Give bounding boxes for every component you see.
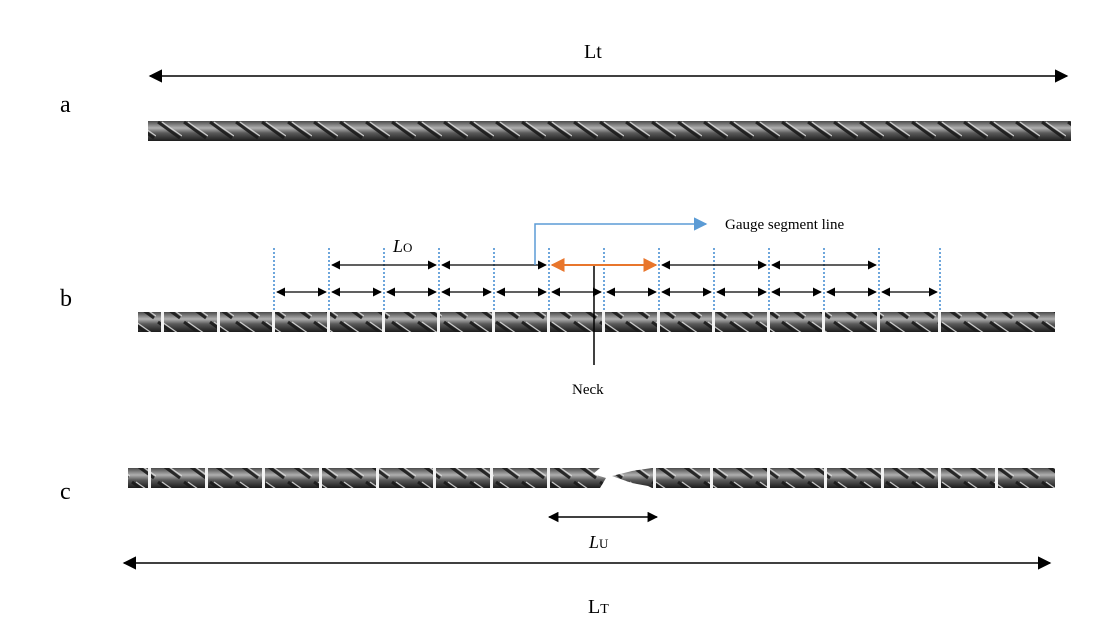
- gauge-mark: [490, 468, 493, 488]
- gauge-mark: [547, 468, 550, 488]
- rebar-fractured: [128, 468, 1055, 488]
- gauge-mark: [822, 312, 825, 332]
- gauge-mark: [881, 468, 884, 488]
- gauge-mark: [767, 312, 770, 332]
- gauge-mark: [938, 468, 941, 488]
- gauge-mark: [877, 312, 880, 332]
- gauge-mark: [995, 468, 998, 488]
- lu-label: LU: [588, 532, 609, 552]
- gauge-mark: [547, 312, 550, 332]
- gauge-mark: [602, 312, 605, 332]
- panel-label-a: a: [60, 92, 71, 118]
- gauge-mark: [710, 468, 713, 488]
- panel-a: Lt: [148, 41, 1071, 141]
- lo-label: LO: [392, 236, 412, 256]
- rebar-original: [148, 121, 1071, 141]
- panel-label-b: b: [60, 286, 72, 312]
- gauge-mark: [382, 312, 385, 332]
- panel-c: LU LT: [122, 468, 1055, 618]
- gauge-mark: [376, 468, 379, 488]
- lt-label: Lt: [584, 41, 602, 63]
- gauge-mark: [437, 312, 440, 332]
- neck-label: Neck: [572, 382, 604, 398]
- gauge-mark: [492, 312, 495, 332]
- gauge-mark: [938, 312, 941, 332]
- panel-b: LO Gauge segment line Neck: [138, 217, 1055, 398]
- gauge-segment-lines: [273, 248, 941, 312]
- gauge-mark: [767, 468, 770, 488]
- gauge-mark: [327, 312, 330, 332]
- gauge-mark: [148, 468, 151, 488]
- gauge-mark: [272, 312, 275, 332]
- gauge-mark: [217, 312, 220, 332]
- panel-label-c: c: [60, 479, 71, 505]
- gauge-mark: [657, 312, 660, 332]
- gauge-mark: [205, 468, 208, 488]
- gauge-mark: [319, 468, 322, 488]
- gauge-mark: [161, 312, 164, 332]
- lt-final-label: LT: [588, 596, 609, 618]
- gauge-segment-label: Gauge segment line: [725, 217, 844, 233]
- gauge-callout-arrow: [534, 217, 708, 265]
- gauge-mark: [653, 468, 656, 488]
- gauge-mark: [712, 312, 715, 332]
- gauge-mark: [824, 468, 827, 488]
- gauge-mark: [433, 468, 436, 488]
- rebar-marked: [138, 312, 1055, 332]
- gauge-mark: [262, 468, 265, 488]
